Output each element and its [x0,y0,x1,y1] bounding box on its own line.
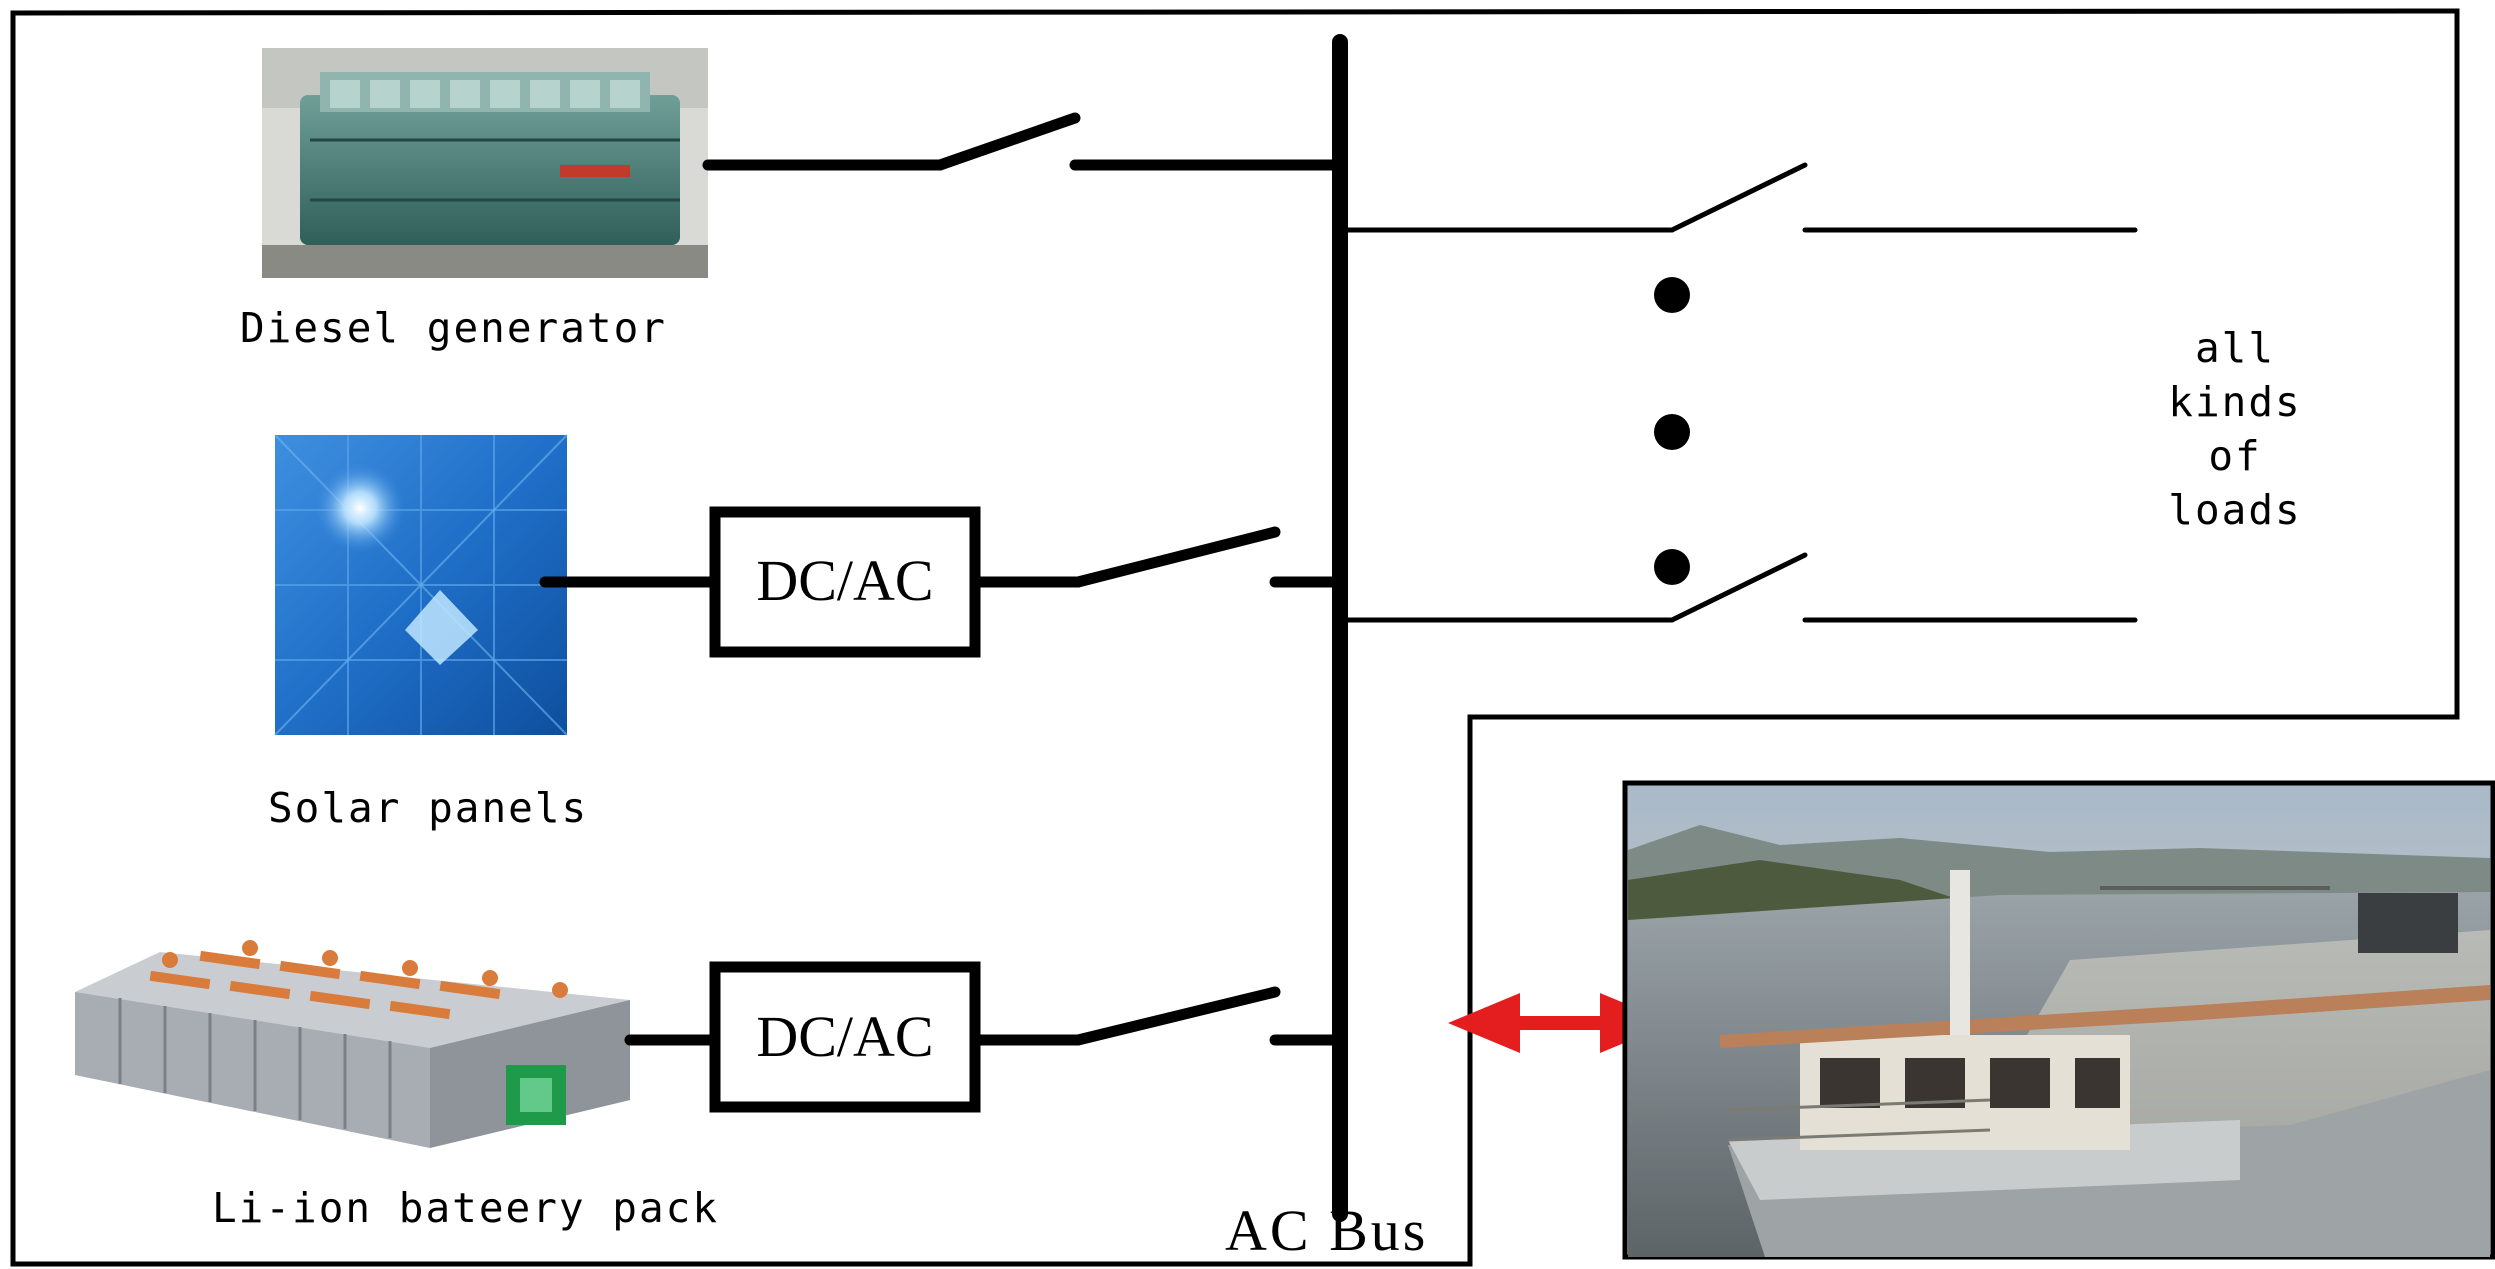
diesel-generator-image [262,48,708,278]
loads-line-4: loads [2168,486,2301,534]
loads-label: all kinds of loads [2168,324,2301,534]
diesel-generator-label: Diesel generator [240,304,667,352]
battery-pack-image [75,940,630,1148]
diesel-feeder [702,112,1341,171]
loads-line-3: of [2208,432,2261,480]
battery-pack-label: Li-ion bateery pack [212,1184,719,1232]
battery-feeder [624,986,1341,1046]
loads-line-2: kinds [2168,378,2301,426]
solar-dcac-converter [709,506,981,658]
solar-panels-label: Solar panels [268,784,588,832]
solar-dcac-label: DC/AC [756,548,933,613]
ellipsis-dots [1654,277,1690,585]
loads-line-1: all [2195,324,2275,372]
ship-photo-image [1622,780,2495,1260]
ac-bus-label: AC Bus [1225,1198,1428,1263]
battery-dcac-converter [709,961,981,1113]
solar-feeder [539,526,1341,588]
load-feeder-top [1345,162,2138,233]
outer-frame [10,8,2460,1267]
load-feeder-bottom [1345,552,2138,623]
solar-panel-image [274,434,568,736]
battery-dcac-label: DC/AC [756,1004,933,1069]
